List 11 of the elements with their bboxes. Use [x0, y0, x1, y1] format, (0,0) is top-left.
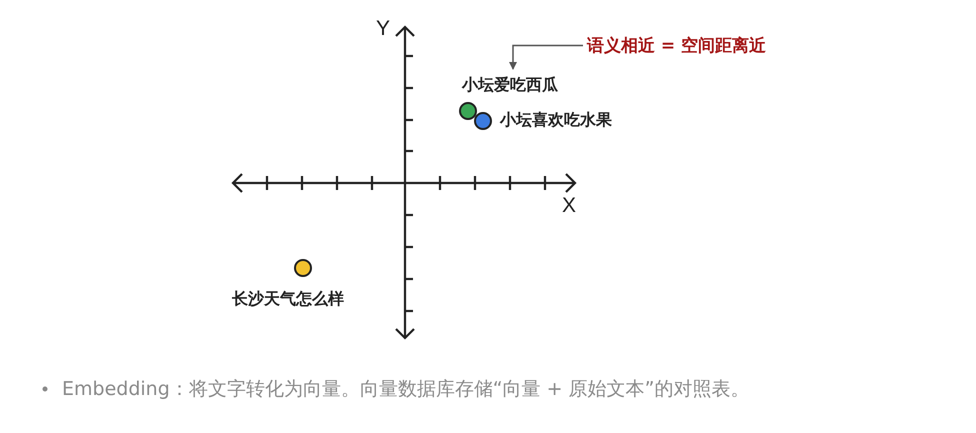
axis-label: X	[562, 194, 576, 218]
axis-label: Y	[376, 17, 390, 41]
data-point-circle	[474, 112, 492, 130]
point-label: 小坛爱吃西瓜	[462, 75, 558, 96]
data-point-circle	[459, 102, 477, 120]
point-label: 长沙天气怎么样	[232, 289, 344, 310]
data-point-circle	[294, 259, 312, 277]
pointer-arrow	[509, 44, 583, 70]
caption: Embedding：将文字转化为向量。向量数据库存储“向量 + 原始文本”的对照表。	[62, 377, 750, 402]
point-label: 小坛喜欢吃水果	[500, 110, 612, 131]
annotation-text: 语义相近 = 空间距离近	[587, 34, 766, 57]
